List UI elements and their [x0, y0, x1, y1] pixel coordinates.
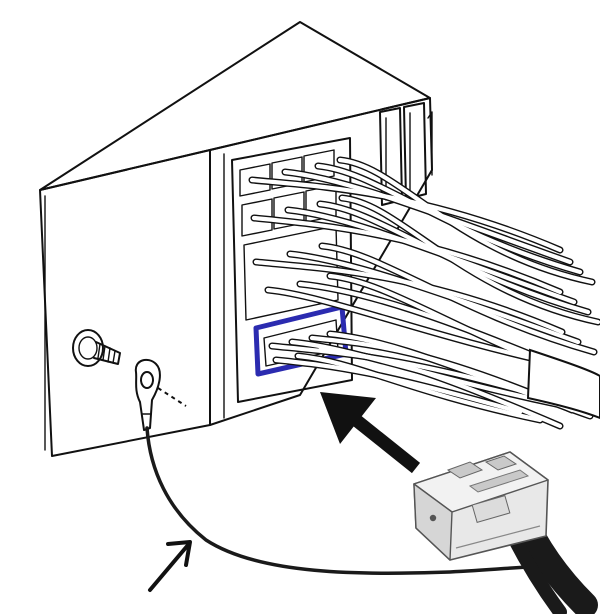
harness-wire: [319, 243, 597, 355]
wire-harness-icon: [248, 156, 600, 430]
insert-arrow-icon: [320, 392, 421, 474]
harness-wire: [315, 163, 583, 275]
ring-terminal-icon: [134, 358, 187, 431]
ground-wire: [145, 426, 547, 575]
ground-screw-icon: [72, 329, 121, 367]
harness-wire: [253, 259, 565, 335]
connector-plug-icon: [413, 451, 598, 614]
harness-wire: [285, 207, 577, 305]
harness-wire: [317, 347, 563, 429]
harness-wire: [287, 251, 581, 345]
harness-wire: [295, 353, 543, 423]
harness-sleeve: [526, 348, 600, 420]
harness-wire: [337, 157, 595, 285]
harness-wire: [265, 287, 569, 369]
route-arrow-icon: [148, 540, 192, 592]
harness-wire: [317, 201, 591, 315]
harness-wire: [251, 215, 563, 295]
harness-wire: [339, 195, 600, 325]
harness-wire: [282, 169, 573, 265]
chassis-box-icon: [39, 21, 433, 457]
